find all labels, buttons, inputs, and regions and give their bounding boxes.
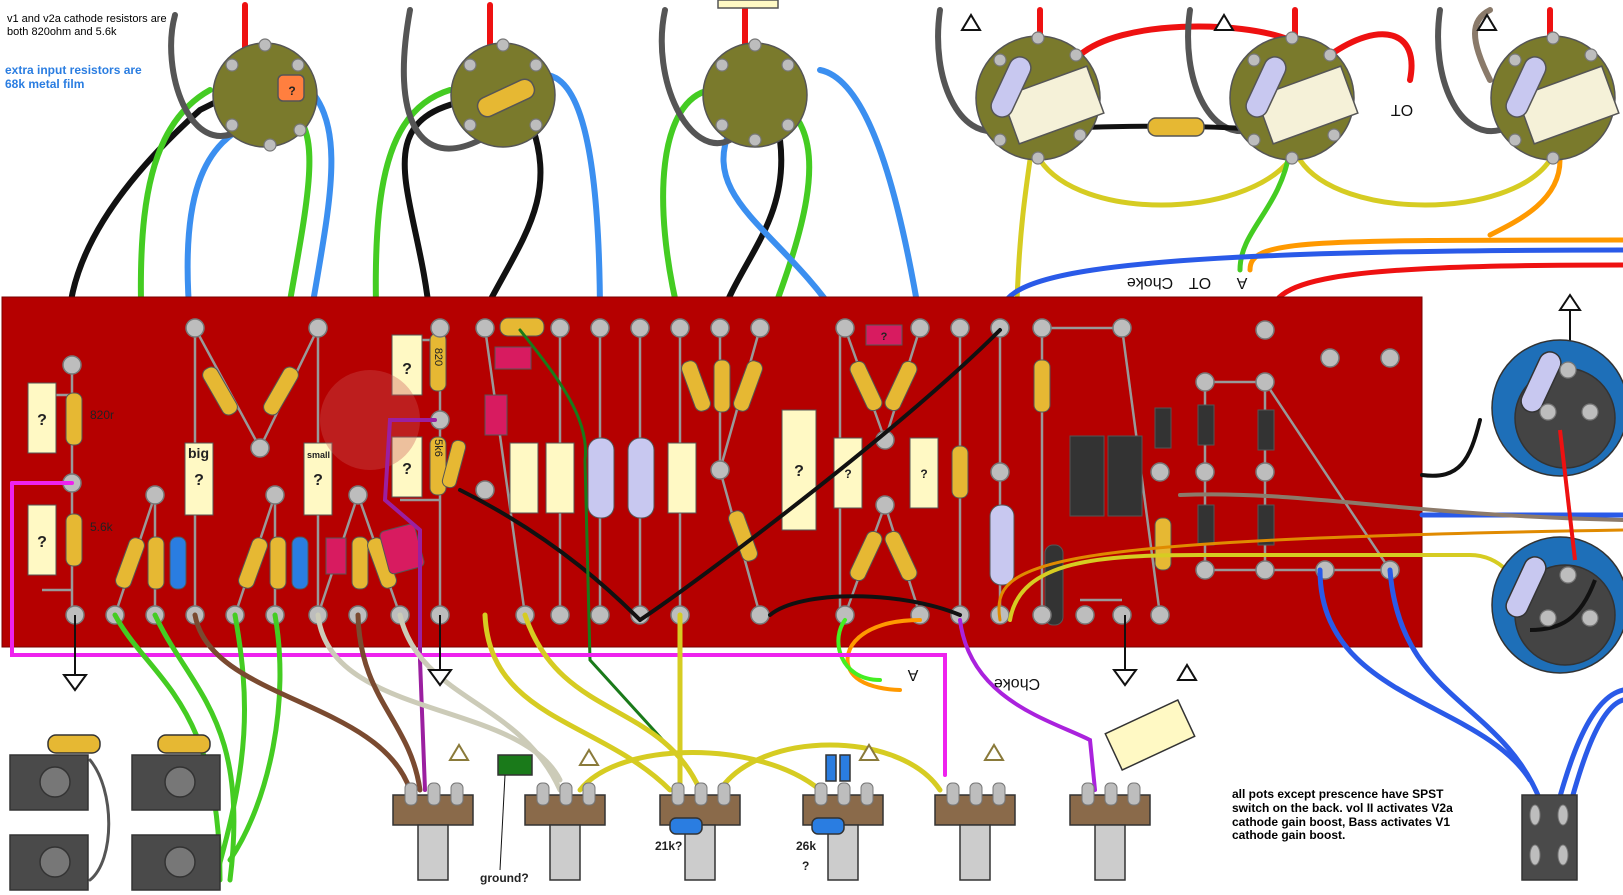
diagram-labels: 820r 5.6k big small ? ? ? ? ? ? ? ? ? ? … bbox=[37, 84, 1413, 885]
label-big: big bbox=[188, 445, 209, 461]
top-pots bbox=[212, 0, 1620, 161]
bottom-pot-lugs bbox=[404, 782, 1569, 866]
q-4: ? bbox=[313, 472, 323, 489]
bottom-pots bbox=[392, 698, 1578, 881]
ground-pointer bbox=[499, 774, 506, 871]
board-wires bbox=[10, 328, 1623, 792]
label-a-bottom: A bbox=[907, 666, 918, 683]
label-ot-top: OT bbox=[1189, 274, 1211, 291]
label-5k6: 5.6k bbox=[90, 520, 114, 534]
label-small: small bbox=[307, 450, 330, 460]
label-ground: ground? bbox=[480, 871, 529, 885]
note-cathode-resistors: v1 and v2a cathode resistors are both 82… bbox=[7, 13, 167, 38]
note-input-resistors: extra input resistors are 68k metal film bbox=[5, 63, 142, 91]
label-26k: 26k bbox=[796, 839, 816, 853]
pot-top-3 bbox=[702, 42, 808, 148]
q-3: ? bbox=[194, 472, 204, 489]
label-a-top: A bbox=[1236, 274, 1247, 291]
q-7: ? bbox=[288, 84, 295, 98]
label-21k: 21k? bbox=[655, 839, 682, 853]
label-26k-q: ? bbox=[802, 859, 809, 873]
socket-pins bbox=[1539, 361, 1599, 627]
label-820r: 820r bbox=[90, 408, 114, 422]
q-11: ? bbox=[881, 331, 888, 343]
tube-socket-marker bbox=[320, 370, 420, 470]
label-choke-bottom: Choke bbox=[994, 675, 1040, 692]
q-10: ? bbox=[920, 467, 927, 481]
q-1: ? bbox=[37, 412, 47, 429]
q-6: ? bbox=[402, 461, 412, 478]
label-ot-right: OT bbox=[1391, 101, 1413, 118]
note-pots-switch: all pots except prescence have SPST swit… bbox=[1232, 787, 1453, 843]
q-2: ? bbox=[37, 534, 47, 551]
q-9: ? bbox=[844, 467, 851, 481]
bottom-ground-arrows bbox=[448, 743, 1005, 766]
tube-sockets bbox=[1491, 339, 1623, 674]
label-5k6-vertical: 5k6 bbox=[432, 439, 444, 457]
board-components bbox=[27, 317, 1275, 626]
q-8: ? bbox=[794, 463, 804, 480]
label-choke-top: Choke bbox=[1127, 274, 1173, 291]
top-pot-lugs bbox=[225, 31, 1598, 165]
board-turrets bbox=[62, 318, 1400, 625]
label-820-vertical: 820 bbox=[432, 348, 444, 366]
q-5: ? bbox=[402, 361, 412, 378]
input-jacks bbox=[9, 734, 221, 891]
